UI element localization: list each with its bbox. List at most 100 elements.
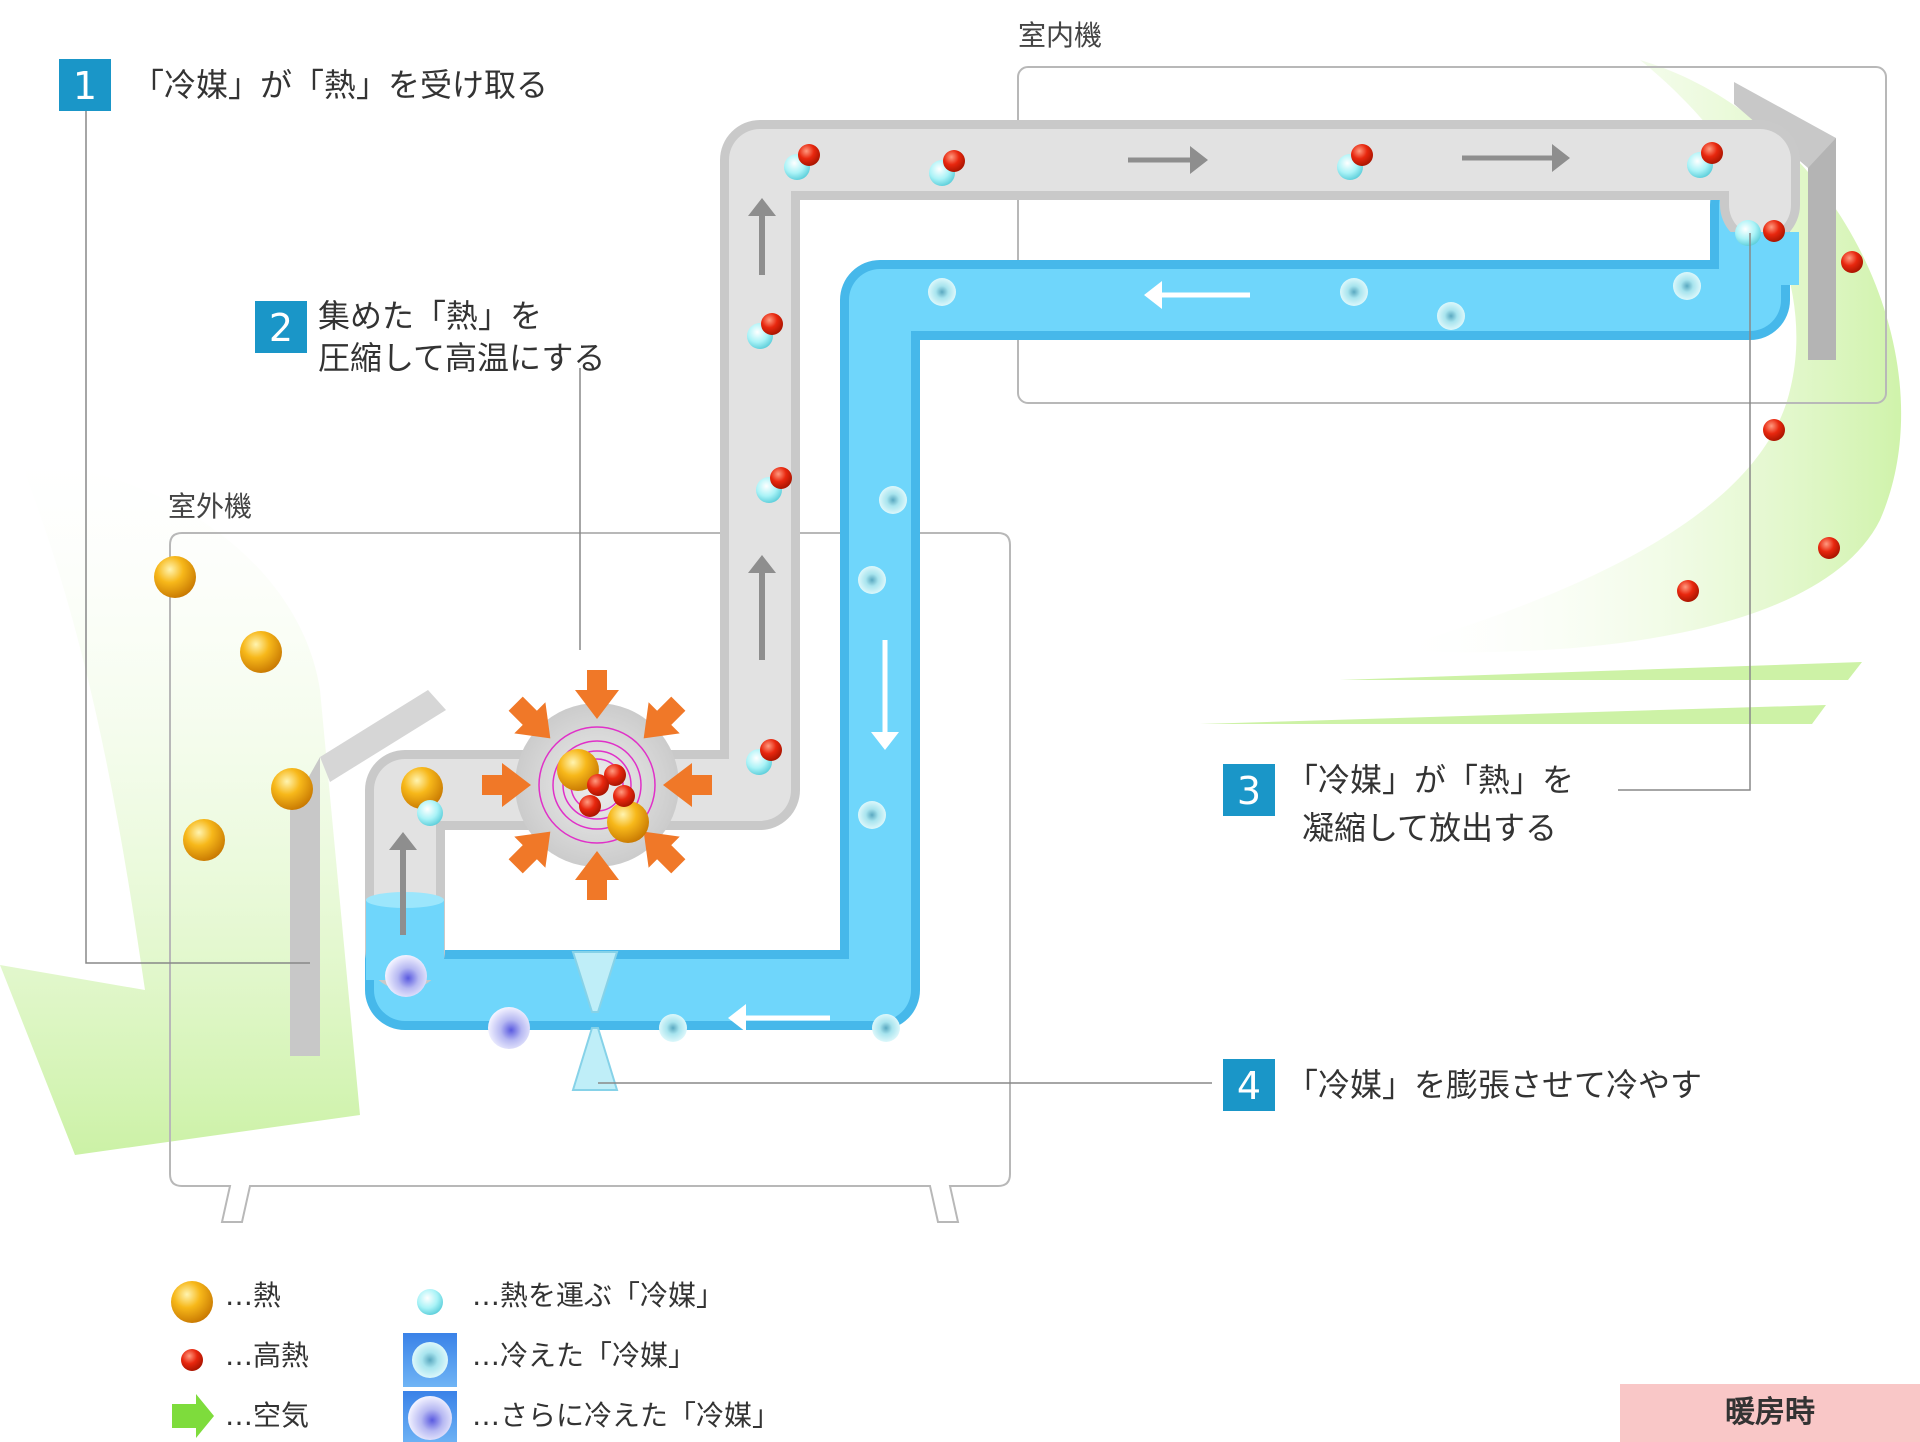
colder-refrigerant bbox=[488, 1007, 530, 1049]
step-4-text: 「冷媒」を膨張させて冷やす bbox=[1286, 1066, 1703, 1104]
flow-arrow-head bbox=[389, 832, 417, 850]
hot-pipe bbox=[365, 120, 1800, 990]
legend-heat: …熱 bbox=[225, 1279, 282, 1312]
flow-arrow-head bbox=[1144, 281, 1162, 309]
step-1-number: 1 bbox=[72, 64, 98, 108]
cooled-refrigerant-icon bbox=[412, 1342, 448, 1378]
step-3-number: 3 bbox=[1236, 769, 1262, 813]
compression-arrow bbox=[575, 670, 619, 719]
particles bbox=[154, 142, 1863, 1049]
heat-ball bbox=[401, 767, 443, 809]
refrigerant-dot bbox=[1735, 220, 1761, 246]
step-2-text-line1: 集めた「熱」を bbox=[318, 297, 543, 335]
indoor-air-stripe bbox=[1200, 705, 1826, 724]
high-heat-dot bbox=[943, 150, 965, 172]
indoor-unit-label: 室内機 bbox=[1018, 19, 1103, 52]
step-2-number: 2 bbox=[268, 306, 294, 350]
high-heat-dot bbox=[604, 764, 626, 786]
cooled-refrigerant bbox=[1340, 278, 1368, 306]
step-3-text-line1: 「冷媒」が「熱」を bbox=[1286, 761, 1575, 799]
compression-arrow bbox=[663, 763, 712, 807]
expansion-valve bbox=[571, 951, 619, 1013]
high-heat-dot bbox=[1818, 537, 1840, 559]
refrigerant-dot bbox=[417, 800, 443, 826]
compressor-contents bbox=[557, 749, 649, 843]
step-4-badge bbox=[1223, 1059, 1275, 1111]
heat-ball bbox=[607, 801, 649, 843]
high-heat-dot bbox=[1763, 419, 1785, 441]
high-heat-dot bbox=[1701, 142, 1723, 164]
compression-arrow bbox=[482, 763, 531, 807]
heat-ball bbox=[183, 819, 225, 861]
compression-arrows bbox=[482, 670, 712, 900]
cooled-refrigerant bbox=[928, 278, 956, 306]
flow-arrow-head bbox=[1552, 144, 1570, 172]
leader-lines bbox=[85, 108, 1751, 1084]
flow-arrow-head bbox=[871, 732, 899, 750]
compression-arrow-shape bbox=[508, 696, 551, 739]
high-heat-dot bbox=[1763, 220, 1785, 242]
outdoor-unit-outline bbox=[169, 532, 1011, 1223]
step-2-text-line2: 圧縮して高温にする bbox=[318, 339, 606, 377]
expansion-valve bbox=[571, 1027, 619, 1091]
high-heat-dot bbox=[1677, 580, 1699, 602]
compression-arrow bbox=[643, 831, 686, 874]
high-heat-dot bbox=[587, 774, 609, 796]
legend-cooled-refrigerant: …冷えた「冷媒」 bbox=[472, 1339, 697, 1372]
refrigerant-dot-icon bbox=[417, 1289, 443, 1315]
compression-arrow-shape bbox=[482, 763, 531, 807]
cooled-refrigerant bbox=[879, 486, 907, 514]
flow-arrow-head bbox=[728, 1004, 746, 1032]
high-heat-dot bbox=[760, 739, 782, 761]
compression-arrow-shape bbox=[643, 831, 686, 874]
cooled-refrigerant bbox=[659, 1014, 687, 1042]
cooled-refrigerant bbox=[858, 801, 886, 829]
high-heat-dot bbox=[579, 795, 601, 817]
high-heat-dot bbox=[1841, 251, 1863, 273]
flow-arrows bbox=[389, 144, 1570, 1032]
heat-ball-icon bbox=[171, 1281, 213, 1323]
legend-high-heat: …高熱 bbox=[225, 1339, 310, 1372]
indoor-air-stripe bbox=[1340, 662, 1862, 680]
heat-ball bbox=[240, 631, 282, 673]
step-4-number: 4 bbox=[1236, 1064, 1262, 1108]
legend-refrigerant: …熱を運ぶ「冷媒」 bbox=[472, 1279, 725, 1312]
flow-arrow-head bbox=[748, 555, 776, 573]
cooled-refrigerant bbox=[1673, 272, 1701, 300]
outdoor-heat-exchanger bbox=[290, 757, 320, 1056]
compression-arrow-shape bbox=[575, 851, 619, 900]
outdoor-heat-exchanger bbox=[320, 690, 446, 782]
high-heat-dot bbox=[1351, 144, 1373, 166]
outdoor-unit-label: 室外機 bbox=[168, 490, 253, 523]
high-heat-dot bbox=[770, 467, 792, 489]
high-heat-dot bbox=[613, 785, 635, 807]
flow-arrow-head bbox=[748, 198, 776, 216]
step-1-badge bbox=[59, 59, 111, 111]
indoor-heat-exchanger bbox=[1808, 138, 1836, 360]
air-arrow-icon bbox=[172, 1394, 214, 1438]
high-heat-dot bbox=[798, 144, 820, 166]
indoor-unit-outline bbox=[1017, 66, 1887, 404]
legend-air: …空気 bbox=[225, 1399, 310, 1432]
cooled-refrigerant bbox=[858, 566, 886, 594]
compression-arrow bbox=[575, 851, 619, 900]
cooled-refrigerant bbox=[872, 1014, 900, 1042]
step-1-text: 「冷媒」が「熱」を受け取る bbox=[132, 66, 549, 104]
compression-arrow-shape bbox=[508, 831, 551, 874]
compression-arrow-shape bbox=[663, 763, 712, 807]
compression-arrow-shape bbox=[575, 670, 619, 719]
mode-badge: 暖房時 bbox=[1725, 1395, 1815, 1430]
legend-colder-refrigerant: …さらに冷えた「冷媒」 bbox=[472, 1399, 781, 1432]
colder-refrigerant-icon bbox=[408, 1396, 452, 1440]
colder-refrigerant bbox=[385, 955, 427, 997]
cold-liquid-level bbox=[366, 900, 444, 980]
high-heat-dot bbox=[761, 313, 783, 335]
high-heat-dot-icon bbox=[181, 1349, 203, 1371]
compression-arrow-shape bbox=[643, 696, 686, 739]
step-3-text-line2: 凝縮して放出する bbox=[1302, 809, 1558, 847]
step-2-badge bbox=[255, 301, 307, 353]
compression-arrow bbox=[643, 696, 686, 739]
compression-arrow bbox=[508, 831, 551, 874]
indoor-liquid-level bbox=[1721, 232, 1799, 285]
